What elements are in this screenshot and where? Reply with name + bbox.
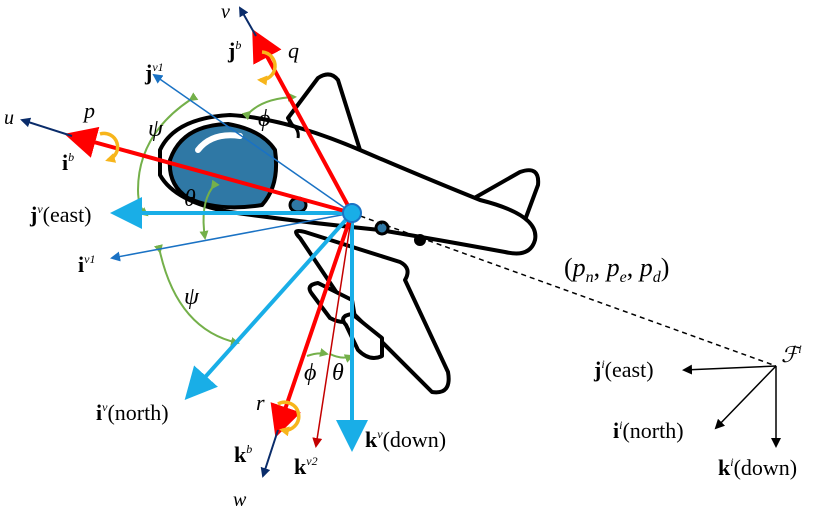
phi-label-lower: ϕ	[304, 360, 316, 386]
jb-label: jb	[227, 38, 241, 63]
position-dashed-line	[351, 212, 777, 367]
jv1-vector	[152, 73, 353, 214]
phi-arc-lower	[306, 348, 329, 357]
iv-label: iv(north)	[96, 400, 169, 425]
u-velocity-vector	[20, 117, 73, 137]
r-rotation-icon	[277, 400, 301, 437]
iv1-label: iv1	[78, 252, 95, 277]
ib-label: ib	[62, 150, 74, 175]
p-label: p	[82, 98, 95, 123]
position-label: (pn, pe, pd)	[564, 253, 669, 286]
ji-vector	[682, 364, 777, 375]
q-label: q	[288, 38, 299, 63]
Fi-label: ℱi	[781, 342, 802, 367]
p-rotation-icon	[99, 131, 120, 163]
theta-arc	[199, 179, 220, 240]
theta-arc-lower	[329, 353, 354, 363]
psi-label-upper: ψ	[148, 116, 164, 142]
q-rotation-icon	[257, 50, 277, 86]
kb-vector	[270, 212, 354, 438]
kv-label: kv(down)	[365, 427, 446, 452]
ji-label: ji(east)	[593, 357, 654, 382]
kv2-vector	[312, 212, 353, 448]
ii-vector	[714, 365, 777, 430]
jv1-label: jv1	[144, 60, 164, 85]
iv1-vector	[110, 212, 353, 262]
u-label: u	[4, 107, 14, 129]
r-label: r	[256, 390, 265, 415]
ki-label: ki(down)	[718, 455, 797, 480]
psi-label-lower: ψ	[184, 284, 200, 310]
kb-label: kb	[234, 442, 252, 467]
theta-label-upper: θ	[184, 186, 196, 212]
v-velocity-vector	[239, 6, 257, 37]
theta-label-lower: θ	[332, 360, 344, 386]
jb-vector	[252, 28, 354, 214]
inertial-frame	[682, 364, 781, 448]
phi-label-upper: ϕ	[258, 106, 270, 132]
kv2-label: kv2	[294, 454, 318, 479]
airplane-window	[374, 220, 390, 236]
airplane-fin-root	[287, 120, 300, 139]
airplane-window	[414, 234, 426, 246]
cockpit-highlight	[195, 132, 243, 153]
v-label: v	[221, 1, 230, 23]
jv-label: jv(east)	[29, 202, 92, 227]
w-label: w	[233, 489, 247, 511]
w-velocity-vector	[260, 429, 279, 478]
ii-label: ii(north)	[613, 418, 684, 443]
center-of-gravity	[342, 203, 362, 223]
psi-arc-lower	[154, 244, 240, 346]
iv-north-vector	[184, 211, 354, 400]
